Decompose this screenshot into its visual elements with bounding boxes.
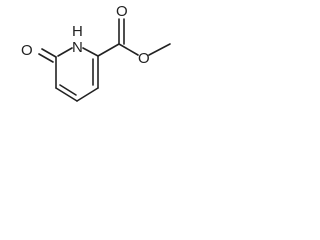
atom-h-on-n: H <box>72 23 83 40</box>
atom-o-ester-carbonyl: O <box>116 3 128 20</box>
bond-ester-c-o-single <box>118 43 139 56</box>
bond-c6-n1 <box>57 47 73 57</box>
atom-o-ester-ether: O <box>138 50 150 67</box>
atom-n-ring: N <box>72 39 83 56</box>
molecule-structure-diagram: O N H O O <box>0 0 220 134</box>
bond-c2-ester-c <box>97 43 120 57</box>
atom-labels: O N H O O <box>21 3 150 67</box>
atom-o-ring-carbonyl: O <box>21 42 33 59</box>
bond-o-methyl <box>148 43 171 56</box>
bond-c4-c5 <box>55 87 78 102</box>
structure-canvas: O N H O O <box>21 3 171 102</box>
bond-c4-c5-double <box>59 84 77 96</box>
bond-c6-o-ring-2 <box>38 53 54 63</box>
bonds <box>38 18 171 102</box>
bond-n1-c2 <box>82 47 99 57</box>
bond-c6-o-ring-1 <box>41 48 57 58</box>
bond-c3-c4 <box>76 87 99 102</box>
